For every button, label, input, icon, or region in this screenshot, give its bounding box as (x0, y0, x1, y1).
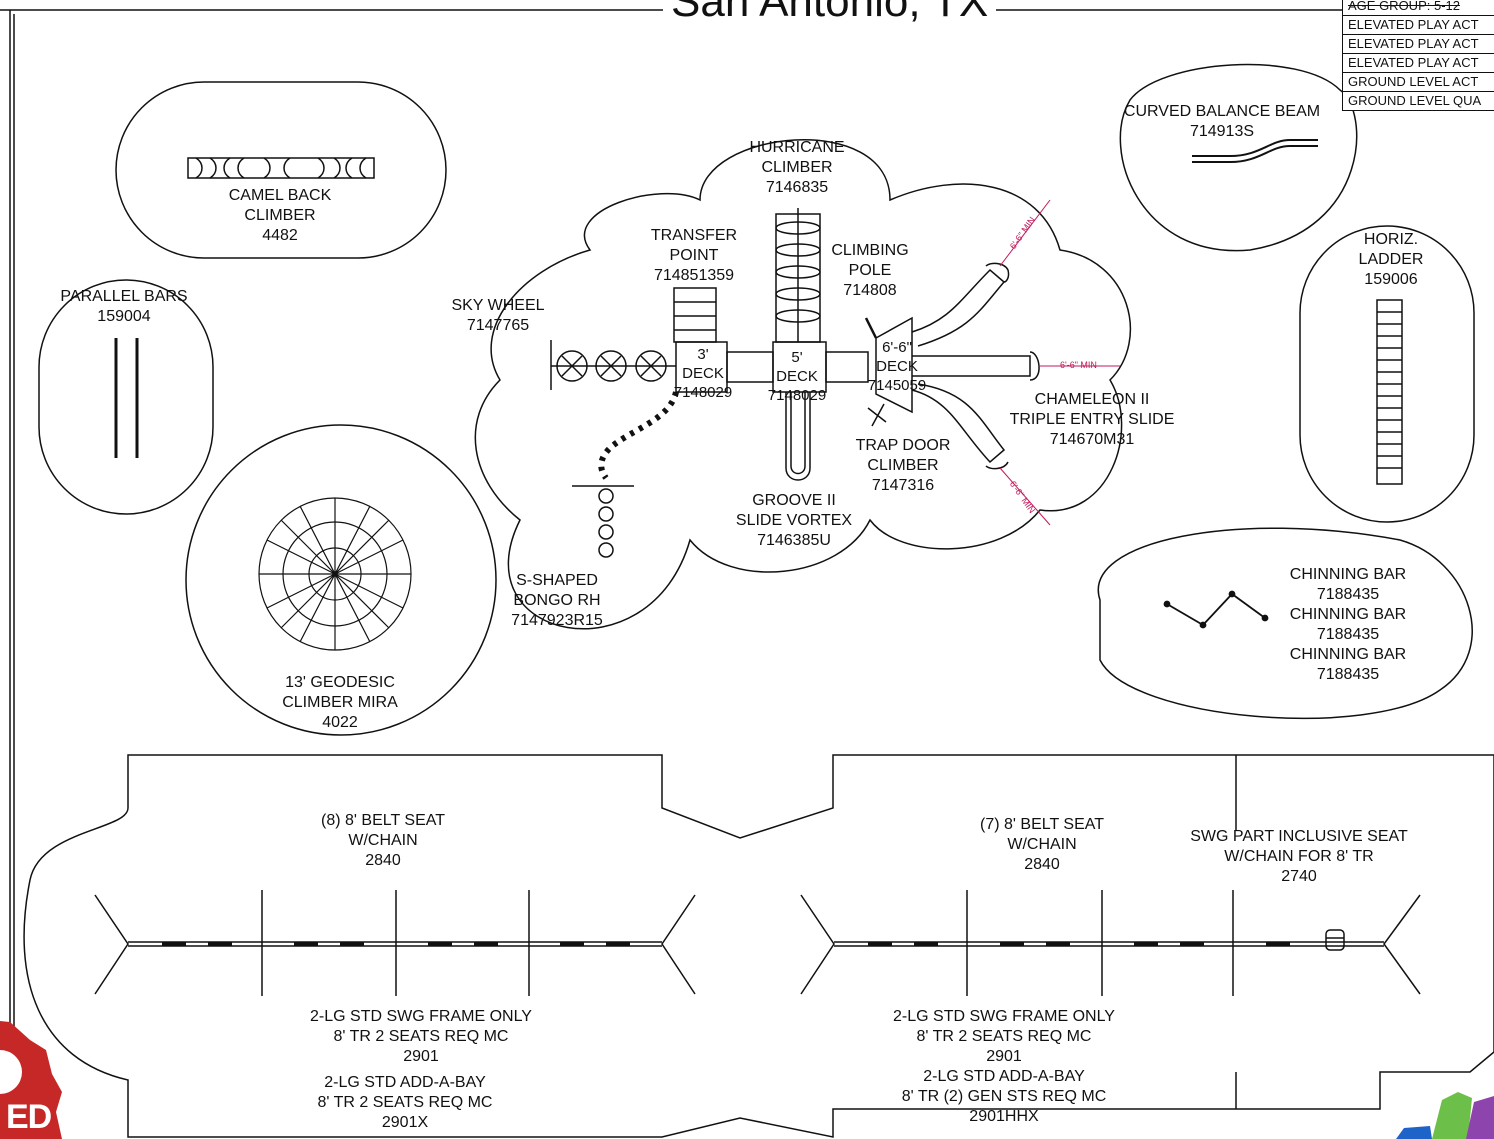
geodesic-dome (258, 497, 412, 651)
horizontal-ladder (1376, 299, 1403, 485)
right-swing-set (800, 890, 1421, 996)
camel-back-climber (187, 157, 375, 179)
age-table-row: GROUND LEVEL QUA (1343, 91, 1494, 110)
age-table-row: AGE GROUP: 5-12 (1348, 0, 1460, 13)
use-zones (23, 63, 1494, 1138)
play-structure (550, 208, 1040, 558)
age-table-row: ELEVATED PLAY ACT (1343, 34, 1494, 53)
slide-mid-dimension: 6'-6" MIN (1060, 360, 1097, 370)
age-table-row: ELEVATED PLAY ACT (1343, 53, 1494, 72)
parallel-bars (114, 338, 139, 458)
age-group-table: AGE GROUP: 5-12 ELEVATED PLAY ACT ELEVAT… (1342, 0, 1494, 111)
chinning-bars (1163, 590, 1269, 629)
plan-title: San Antonio, TX (663, 0, 997, 24)
certified-badge-text: ED (6, 1098, 52, 1136)
curved-balance-beam (1192, 139, 1318, 163)
certified-badge (0, 1021, 62, 1139)
age-table-row: GROUND LEVEL ACT (1343, 72, 1494, 91)
left-swing-set (94, 890, 696, 996)
brand-logo (1396, 1092, 1494, 1139)
age-table-row: ELEVATED PLAY ACT (1343, 15, 1494, 34)
slide-dimension-lines (999, 199, 1120, 526)
page-border (0, 9, 1345, 1139)
